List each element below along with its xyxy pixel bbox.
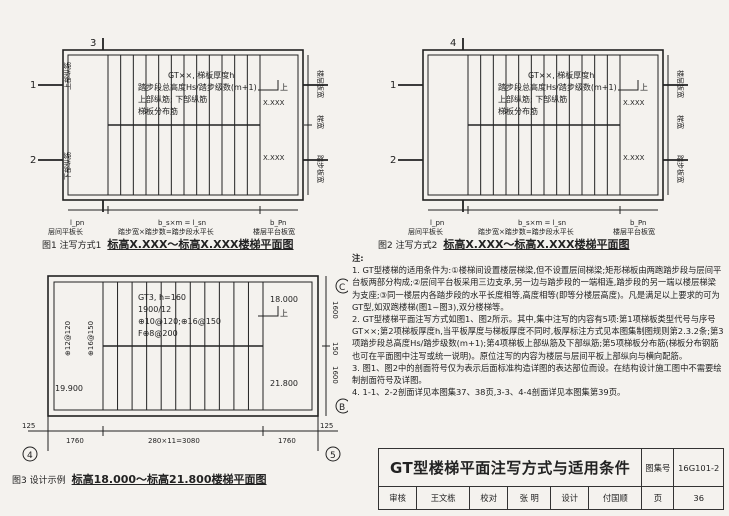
figure-2-caption: 图2 注写方式2 标高X.XXX～标高X.XXX楼梯平面图 (378, 236, 630, 252)
dim-bottom-2: b_Pn (630, 219, 646, 227)
dim-right-2: 踏步板宽 (676, 155, 685, 183)
axis-5: 5 (330, 451, 336, 461)
left-vert-a: ⊕12@120 (64, 321, 72, 356)
note-line-2: 1900/12 (138, 305, 171, 314)
axis-label-3: 3 (90, 38, 96, 49)
dim-right-0: 楼层板宽 (676, 70, 685, 98)
label-bottom-0: 层间平板长 (408, 227, 443, 235)
figure-1-caption: 图1 注写方式1 标高X.XXX～标高X.XXX楼梯平面图 (42, 236, 294, 252)
page-number: 36 (673, 486, 724, 510)
landing-bottom-label: 下部纵筋 (63, 152, 72, 180)
up-label: 上 (280, 83, 288, 92)
notes-title: 注: (352, 253, 364, 263)
note-line-4: F⊕8@200 (138, 329, 178, 338)
elevation-b: X.XXX (623, 154, 645, 162)
checker: 张 明 (507, 486, 552, 510)
dim-right-0: 楼层板宽 (316, 70, 325, 98)
right-dim-0: 1600 (331, 301, 339, 319)
right-dim-1: 150 (331, 342, 339, 355)
axis-label-2: 2 (30, 155, 36, 166)
caption-main: 标高X.XXX～标高X.XXX楼梯平面图 (443, 238, 630, 251)
axis-4: 4 (27, 451, 33, 461)
note-item-3: 3. 图1、图2中的剖面符号仅为表示后面标准构造详图的表达部位而设。在结构设计施… (352, 362, 722, 386)
caption-prefix: 图3 设计示例 (12, 476, 66, 486)
axis-label-2: 2 (390, 155, 396, 166)
caption-prefix: 图1 注写方式1 (42, 241, 102, 251)
elevation-top: 18.000 (270, 295, 298, 304)
label-bottom-0: 层间平板长 (48, 227, 83, 235)
figure-2-plan: 1 2 4 GT××, 梯板厚度h 踏步段总高度Hs/踏步级数(m+1) 上部纵… (390, 38, 688, 235)
note-line-2: 踏步段总高度Hs/踏步级数(m+1) (138, 82, 257, 92)
bottom-dim-0: 125 (22, 422, 35, 430)
note-line-4: 梯板分布筋 (498, 106, 538, 116)
title-block: GT型楼梯平面注写方式与适用条件 图集号 16G101-2 审核 王文栋 校对 … (377, 448, 724, 510)
notes-block: 注: 1. GT型楼梯的适用条件为:①楼梯间设置楼层梯梁,但不设置层间梯梁;矩形… (352, 252, 724, 398)
up-label: 上 (280, 309, 288, 318)
note-line-3: 上部纵筋; 下部纵筋 (138, 94, 207, 104)
check-label: 校对 (469, 486, 509, 510)
axis-label-1: 1 (390, 80, 396, 91)
note-line-1: GT××, 梯板厚度h (168, 70, 234, 80)
axis-label-1: 1 (30, 80, 36, 91)
label-bottom-2: 楼层平台板宽 (253, 227, 295, 235)
review-label: 审核 (377, 486, 418, 510)
drawing-title: GT型楼梯平面注写方式与适用条件 (377, 448, 643, 487)
step-lines (102, 282, 264, 410)
label-bottom-1: 踏步宽×踏步数=踏步段水平长 (478, 227, 574, 235)
figure-1-plan: 1 2 3 GT××, 梯板厚度h 踏步段总高度Hs/踏步级数(m+1) 上部纵… (30, 38, 328, 235)
stair-inner (67, 54, 299, 196)
bottom-dim-4: 125 (320, 422, 333, 430)
dim-bottom-0: l_pn (70, 219, 84, 227)
note-item-4: 4. 1-1、2-2剖面详见本图集37、38页,3-3、4-4剖面详见本图集第3… (352, 387, 626, 398)
bottom-dim-2: 280×11=3080 (148, 437, 200, 445)
bottom-dim-3: 1760 (278, 437, 296, 445)
note-item-1: 1. GT型楼梯的适用条件为:①楼梯间设置楼层梯梁,但不设置层间梯梁;矩形梯板由… (352, 265, 722, 312)
caption-main: 标高X.XXX～标高X.XXX楼梯平面图 (107, 238, 294, 251)
stair-wall (62, 49, 304, 201)
dim-right-1: 梯宽 (676, 115, 685, 129)
atlas-label: 图集号 (641, 448, 675, 487)
elevation-left: 19.900 (55, 384, 83, 393)
caption-main: 标高18.000～标高21.800楼梯平面图 (71, 473, 267, 486)
elevation-bottom: 21.800 (270, 379, 298, 388)
note-line-1: GT3, h=160 (138, 293, 186, 302)
dim-bottom-1: b_s×m = l_sn (518, 219, 566, 227)
note-line-3: ⊕10@120;⊕16@150 (138, 317, 221, 326)
label-bottom-2: 楼层平台板宽 (613, 227, 655, 235)
dim-right-2: 踏步板宽 (316, 155, 325, 183)
axis-c: C (339, 283, 345, 293)
up-label: 上 (640, 83, 648, 92)
dim-bottom-1: b_s×m = l_sn (158, 219, 206, 227)
elevation-b: X.XXX (263, 154, 285, 162)
dim-bottom-2: b_Pn (270, 219, 286, 227)
reviewer: 王文栋 (416, 486, 471, 510)
label-bottom-1: 踏步宽×踏步数=踏步段水平长 (118, 227, 214, 235)
step-lines (467, 55, 621, 195)
dim-bottom-0: l_pn (430, 219, 444, 227)
design-label: 设计 (550, 486, 590, 510)
note-line-1: GT××, 梯板厚度h (528, 70, 594, 80)
elevation-a: X.XXX (263, 99, 285, 107)
dim-right-1: 梯宽 (316, 115, 325, 129)
caption-prefix: 图2 注写方式2 (378, 241, 438, 251)
note-line-4: 梯板分布筋 (138, 106, 178, 116)
figure-3-caption: 图3 设计示例标高18.000～标高21.800楼梯平面图 (12, 471, 267, 487)
landing-top-label: 上部纵筋 (63, 62, 72, 90)
figure-3-plan: C B 4 5 GT3, h=160 1900/12 ⊕10@120;⊕16@1… (22, 275, 348, 462)
axis-label-4: 4 (450, 38, 456, 49)
elevation-a: X.XXX (623, 99, 645, 107)
designer: 付国顺 (588, 486, 643, 510)
bottom-dim-1: 1760 (66, 437, 84, 445)
page-label: 页 (641, 486, 675, 510)
right-dim-2: 1600 (331, 366, 339, 384)
step-lines (107, 55, 261, 195)
note-line-3: 上部纵筋; 下部纵筋 (498, 94, 567, 104)
atlas-number: 16G101-2 (673, 448, 724, 487)
axis-b: B (339, 403, 345, 413)
note-item-2: 2. GT型楼梯平面注写方式如图1、图2所示。其中,集中注写的内容有5项:第1项… (352, 314, 724, 361)
note-line-2: 踏步段总高度Hs/踏步级数(m+1) (498, 82, 617, 92)
left-vert-b: ⊕16@150 (87, 321, 95, 356)
